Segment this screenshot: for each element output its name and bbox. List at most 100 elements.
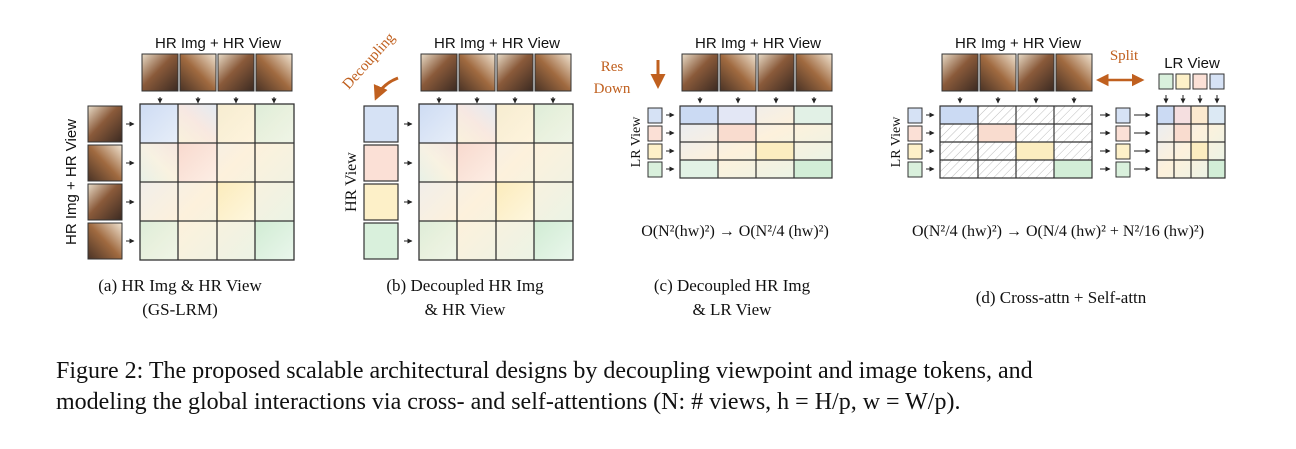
- panel-d-right-arrows: [926, 112, 935, 172]
- view-token: [1158, 73, 1174, 90]
- attention-cell: [718, 124, 756, 142]
- attention-cell: [1054, 160, 1092, 178]
- room-photo: [87, 105, 123, 143]
- view-token: [907, 107, 923, 124]
- view-token: [647, 107, 663, 124]
- view-token: [363, 183, 399, 221]
- panel-c: Res Down HR Img + HR View LR View: [594, 35, 833, 319]
- panel-a-top-label: HR Img + HR View: [155, 35, 281, 52]
- panel-b-side-label: HR View: [343, 152, 360, 212]
- attention-cell: [419, 104, 457, 143]
- room-photo: [681, 53, 719, 92]
- panel-a-caption-1: (a) HR Img & HR View: [98, 276, 262, 295]
- room-photo: [87, 144, 123, 182]
- view-token: [907, 161, 923, 178]
- panel-d-formula: O(N²/4 (hw)²) → O(N/4 (hw)² + N²/16 (hw)…: [912, 223, 1204, 240]
- panel-d-cross-attention-grid: [939, 105, 1093, 179]
- attention-cell: [419, 143, 457, 182]
- attention-cell: [534, 104, 573, 143]
- panel-b-down-arrows: [436, 97, 556, 104]
- view-token: [1115, 125, 1131, 142]
- panel-a-down-arrows: [157, 97, 277, 104]
- attention-cell: [419, 221, 457, 260]
- panel-d-mid-view-tokens: [1115, 107, 1131, 178]
- panel-d-caption-1: (d) Cross-attn + Self-attn: [976, 288, 1147, 307]
- panel-b-right-arrows: [404, 121, 413, 244]
- room-photo: [757, 53, 795, 92]
- attention-cell: [217, 104, 255, 143]
- attention-cell: [1016, 142, 1054, 160]
- room-photo: [941, 53, 979, 92]
- panel-a-top-images: [141, 53, 293, 92]
- view-token: [363, 144, 399, 182]
- panel-d-mid-arrows: [1100, 112, 1111, 172]
- panel-d-split-label: Split: [1110, 48, 1139, 64]
- panel-a-side-label: HR Img + HR View: [63, 119, 80, 245]
- panel-c-side-label: LR View: [629, 116, 644, 168]
- view-token: [647, 143, 663, 160]
- attention-cell: [940, 106, 978, 124]
- view-token: [1175, 73, 1191, 90]
- attention-cell: [255, 221, 294, 260]
- view-token: [1192, 73, 1208, 90]
- attention-cell: [756, 142, 794, 160]
- attention-cell: [1157, 106, 1174, 124]
- attention-cell: [496, 104, 534, 143]
- attention-cell: [140, 104, 178, 143]
- attention-cell: [178, 143, 217, 182]
- view-token: [1115, 161, 1131, 178]
- room-photo: [87, 222, 123, 260]
- panel-a-right-arrows: [126, 121, 135, 244]
- attention-cell: [140, 143, 178, 182]
- room-photo: [719, 53, 757, 92]
- attention-cell: [217, 182, 255, 221]
- panel-d-side-label: LR View: [889, 116, 904, 168]
- panel-b-view-tokens: [363, 105, 399, 260]
- panel-c-annotation-1: Res: [601, 59, 624, 75]
- panel-c-top-label: HR Img + HR View: [695, 35, 821, 52]
- room-photo: [179, 53, 217, 92]
- room-photo: [496, 53, 534, 92]
- room-photo: [420, 53, 458, 92]
- panel-c-annotation-2: Down: [594, 81, 631, 97]
- attention-cell: [794, 160, 832, 178]
- attention-cell: [534, 221, 573, 260]
- attention-cell: [1191, 142, 1208, 160]
- attention-cell: [1191, 106, 1208, 124]
- attention-cell: [1208, 106, 1225, 124]
- panel-c-caption-1: (c) Decoupled HR Img: [654, 276, 811, 295]
- room-photo: [1055, 53, 1093, 92]
- panel-a-side-images: [87, 105, 123, 260]
- attention-cell: [255, 104, 294, 143]
- room-photo: [795, 53, 833, 92]
- figure-caption-line-1: Figure 2: The proposed scalable architec…: [56, 358, 1033, 384]
- room-photo: [87, 183, 123, 221]
- decoupling-arrow: [373, 76, 399, 101]
- panel-d-self-attention-grid: [1156, 105, 1226, 179]
- view-token: [647, 125, 663, 142]
- attention-cell: [680, 160, 718, 178]
- view-token: [907, 143, 923, 160]
- panel-c-right-arrows: [666, 112, 675, 172]
- panel-b-caption-2: & HR View: [425, 300, 507, 319]
- panel-b-caption-1: (b) Decoupled HR Img: [386, 276, 544, 295]
- attention-cell: [794, 106, 832, 124]
- panel-d-down-arrows: [957, 97, 1077, 104]
- room-photo: [1017, 53, 1055, 92]
- attention-cell: [178, 104, 217, 143]
- panel-b: Decoupling HR Img + HR View HR View: [340, 30, 574, 319]
- view-token: [1115, 107, 1131, 124]
- attention-cell: [457, 143, 496, 182]
- attention-cell: [457, 104, 496, 143]
- panel-a-attention-grid: [139, 103, 295, 261]
- room-photo: [979, 53, 1017, 92]
- view-token: [363, 105, 399, 143]
- panel-c-formula: O(N²(hw)²) → O(N²/4 (hw)²): [641, 223, 829, 240]
- view-token: [647, 161, 663, 178]
- attention-cell: [496, 182, 534, 221]
- panel-c-view-tokens: [647, 107, 663, 178]
- panel-d-top-images: [941, 53, 1093, 92]
- attention-cell: [1174, 124, 1191, 142]
- panel-a: HR Img + HR View HR Img + HR View: [63, 35, 295, 319]
